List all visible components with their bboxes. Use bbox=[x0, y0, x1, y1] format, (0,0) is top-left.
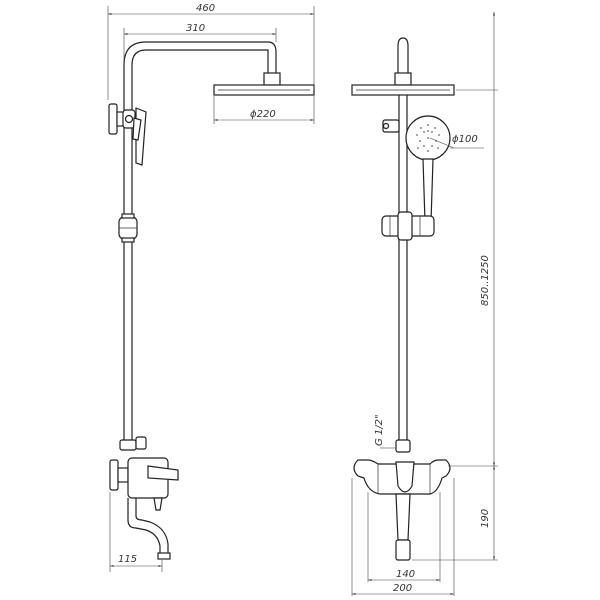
dim-mixer-width: 200 bbox=[393, 583, 412, 594]
sliding-holder-front bbox=[381, 211, 435, 241]
dim-mixer-centers: 140 bbox=[396, 569, 415, 580]
dim-spout-length: 115 bbox=[118, 554, 137, 565]
dim-head-diameter: ϕ220 bbox=[250, 109, 276, 120]
hand-shower-front bbox=[405, 115, 451, 223]
upper-wall-bracket bbox=[108, 103, 136, 135]
dim-arm-length: 310 bbox=[186, 23, 205, 34]
dim-height-range: 850..1250 bbox=[480, 255, 491, 306]
front-view bbox=[351, 37, 455, 561]
side-dimensions: 460 310 ϕ220 115 bbox=[107, 3, 315, 572]
mixer-front bbox=[353, 459, 451, 561]
dim-mixer-height: 190 bbox=[480, 509, 491, 528]
front-dimensions: ϕ100 850..1250 190 G 1/2" 140 200 bbox=[351, 12, 498, 596]
dim-thread: G 1/2" bbox=[374, 414, 385, 446]
dim-hand-shower-diameter: ϕ100 bbox=[452, 134, 478, 145]
bath-spout bbox=[127, 498, 171, 560]
sliding-holder-side bbox=[118, 213, 138, 243]
mixer-side bbox=[109, 457, 179, 511]
dim-overall-width: 460 bbox=[196, 3, 215, 14]
upper-bracket-front bbox=[382, 119, 400, 133]
hand-shower-side bbox=[132, 107, 147, 166]
side-view bbox=[108, 41, 315, 560]
